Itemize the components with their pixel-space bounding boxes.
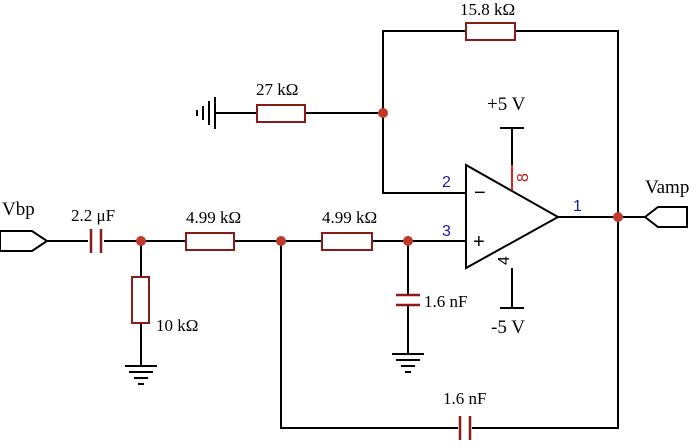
wires xyxy=(47,30,645,429)
label-r-gain-ground: 27 kΩ xyxy=(256,80,298,99)
opamp-noninverting-sign: + xyxy=(473,231,485,253)
node-input-divider xyxy=(136,236,146,246)
capacitor-input xyxy=(89,229,103,253)
capacitor-feedback xyxy=(458,416,472,440)
resistor-15k8 xyxy=(465,22,516,41)
node-feedback-cap xyxy=(276,236,286,246)
capacitor-ground xyxy=(396,293,420,307)
opamp-triangle xyxy=(465,163,561,270)
pin-label-noninverting: 3 xyxy=(442,223,451,240)
output-port xyxy=(643,206,688,228)
output-port-label: Vamp xyxy=(645,177,689,198)
label-r1: 4.99 kΩ xyxy=(186,208,241,227)
node-gain xyxy=(378,108,388,118)
ground-symbol-left-resistor xyxy=(125,365,157,385)
opamp-inverting-sign: − xyxy=(474,182,486,204)
node-noninverting xyxy=(403,236,413,246)
label-supply-negative: -5 V xyxy=(491,317,525,338)
pin-label-vminus: 4 xyxy=(496,256,513,265)
pin-label-output: 1 xyxy=(573,198,582,215)
resistor-10k xyxy=(131,276,150,324)
resistor-r2 xyxy=(321,232,373,251)
label-c-feedback: 1.6 nF xyxy=(443,389,486,408)
pin-label-inverting: 2 xyxy=(442,174,451,191)
ground-symbol-capacitor xyxy=(392,353,424,373)
node-output xyxy=(613,212,623,222)
ground-symbol-gain xyxy=(196,97,216,129)
input-port-label: Vbp xyxy=(2,199,35,220)
label-r-feedback: 15.8 kΩ xyxy=(460,0,515,19)
label-c-in: 2.2 μF xyxy=(71,206,115,225)
label-r-ground: 10 kΩ xyxy=(156,316,198,335)
input-port xyxy=(0,230,49,252)
label-supply-positive: +5 V xyxy=(487,94,526,115)
label-r2: 4.99 kΩ xyxy=(322,208,377,227)
resistor-r1 xyxy=(185,232,235,251)
resistor-27k xyxy=(256,104,306,123)
label-c-ground: 1.6 nF xyxy=(424,292,467,311)
junction-nodes xyxy=(136,108,623,246)
pin-label-vplus: 8 xyxy=(515,173,532,182)
